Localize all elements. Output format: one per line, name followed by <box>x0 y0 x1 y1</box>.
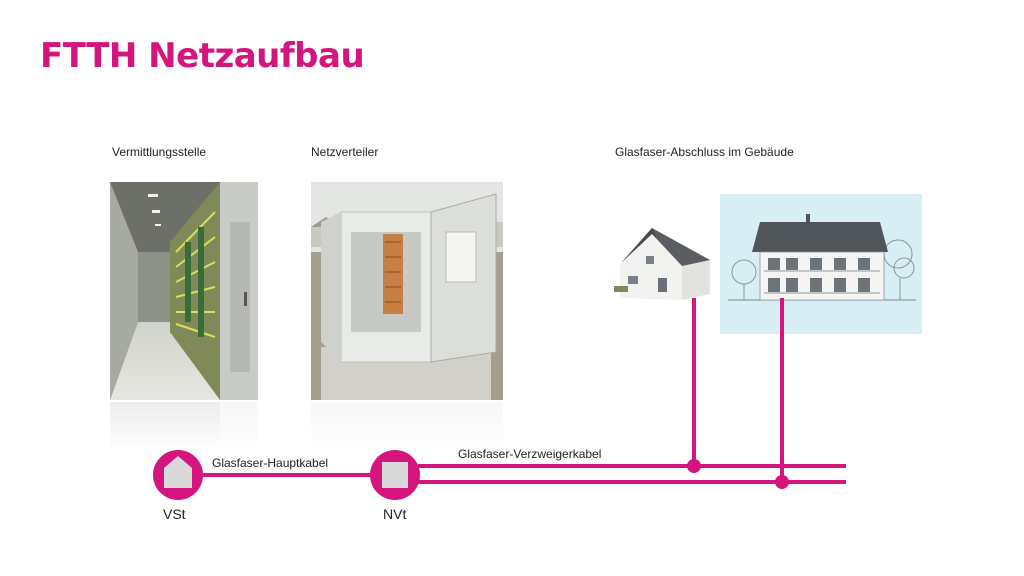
nvt-node <box>370 450 420 500</box>
single-house-illustration <box>612 220 712 302</box>
vst-label: VSt <box>163 506 186 522</box>
exchange-label: Vermittlungsstelle <box>112 145 207 159</box>
exchange-photo <box>110 182 258 400</box>
apartment-panel <box>720 194 922 334</box>
junction-apartment <box>775 475 789 489</box>
nvt-label: NVt <box>383 506 407 522</box>
main-cable-label: Glasfaser-Hauptkabel <box>212 456 329 470</box>
house-icon <box>164 456 192 488</box>
distributor-photo <box>311 182 503 400</box>
building-termination-label: Glasfaser-Abschluss im Gebäude <box>615 145 794 159</box>
square-icon <box>382 462 408 488</box>
vst-node <box>153 450 203 500</box>
branch-cable-label: Glasfaser-Verzweigerkabel <box>458 447 602 461</box>
exchange-photo-reflection <box>110 402 258 452</box>
distributor-photo-reflection <box>311 402 503 452</box>
distributor-label: Netzverteiler <box>311 145 379 159</box>
junction-house <box>687 459 701 473</box>
page-title: FTTH Netzaufbau <box>40 36 365 76</box>
